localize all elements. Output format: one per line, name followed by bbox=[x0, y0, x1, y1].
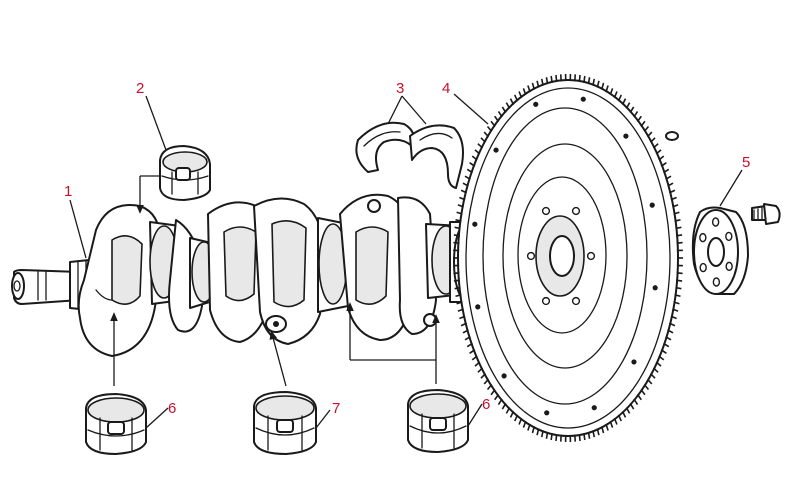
crankshaft-front-web bbox=[77, 204, 162, 357]
hub-bolt-hole bbox=[571, 296, 581, 306]
flywheel-hole bbox=[493, 147, 499, 153]
crankshaft bbox=[11, 193, 480, 357]
plate-bolt-hole bbox=[712, 277, 721, 287]
flywheel bbox=[453, 74, 683, 442]
flywheel-hole bbox=[649, 202, 655, 208]
flywheel-hole bbox=[475, 304, 481, 310]
crankshaft-rear-web bbox=[339, 193, 437, 341]
main-journal-2 bbox=[317, 217, 349, 313]
plate-bolt-hole bbox=[699, 262, 707, 273]
callout-2: 2 bbox=[136, 80, 144, 97]
main-bearing-shell-left bbox=[85, 393, 147, 455]
plate-bolt-hole bbox=[711, 217, 720, 227]
flywheel-hole bbox=[501, 373, 507, 379]
flywheel-hole bbox=[652, 285, 658, 291]
callout-6-right: 6 bbox=[482, 396, 490, 413]
hub-bolt-hole bbox=[541, 206, 551, 216]
flywheel-hole bbox=[623, 133, 629, 139]
callout-3: 3 bbox=[396, 80, 404, 97]
flywheel-hole bbox=[591, 405, 597, 411]
dowel bbox=[665, 131, 679, 141]
assembly-arrows bbox=[110, 175, 440, 387]
centre-main-bearing-shell bbox=[253, 391, 317, 455]
flywheel-hole bbox=[631, 359, 637, 365]
rear-main-bearing-shell bbox=[407, 389, 469, 453]
plate-bolt-hole bbox=[699, 232, 707, 243]
flywheel-hole bbox=[580, 96, 586, 102]
callout-4: 4 bbox=[442, 80, 450, 97]
plate-bolt-hole bbox=[725, 261, 733, 272]
flywheel-hole bbox=[544, 410, 550, 416]
hub-bolt-hole bbox=[586, 251, 596, 261]
hub-bolt-hole bbox=[526, 251, 536, 261]
flywheel-retaining-plate bbox=[691, 206, 749, 295]
callout-leaders bbox=[69, 93, 743, 429]
flywheel-hole bbox=[533, 101, 539, 107]
hub-bolt-hole bbox=[541, 296, 551, 306]
flywheel-dowel-holes bbox=[472, 96, 658, 416]
flywheel-bolt bbox=[751, 203, 781, 225]
callout-5: 5 bbox=[742, 154, 750, 171]
callout-7: 7 bbox=[332, 400, 340, 417]
callout-labels: 1 2 3 4 5 6 7 6 bbox=[64, 80, 750, 417]
plate-bolt-hole bbox=[725, 231, 733, 242]
crankshaft-center-web bbox=[207, 197, 326, 345]
upper-main-bearing-shell bbox=[159, 145, 211, 201]
thrust-washers bbox=[355, 121, 464, 189]
flywheel-hole bbox=[472, 221, 478, 227]
hub-bolt-hole bbox=[571, 206, 581, 216]
callout-1: 1 bbox=[64, 183, 72, 200]
callout-6-left: 6 bbox=[168, 400, 176, 417]
flywheel-hub bbox=[526, 206, 596, 306]
